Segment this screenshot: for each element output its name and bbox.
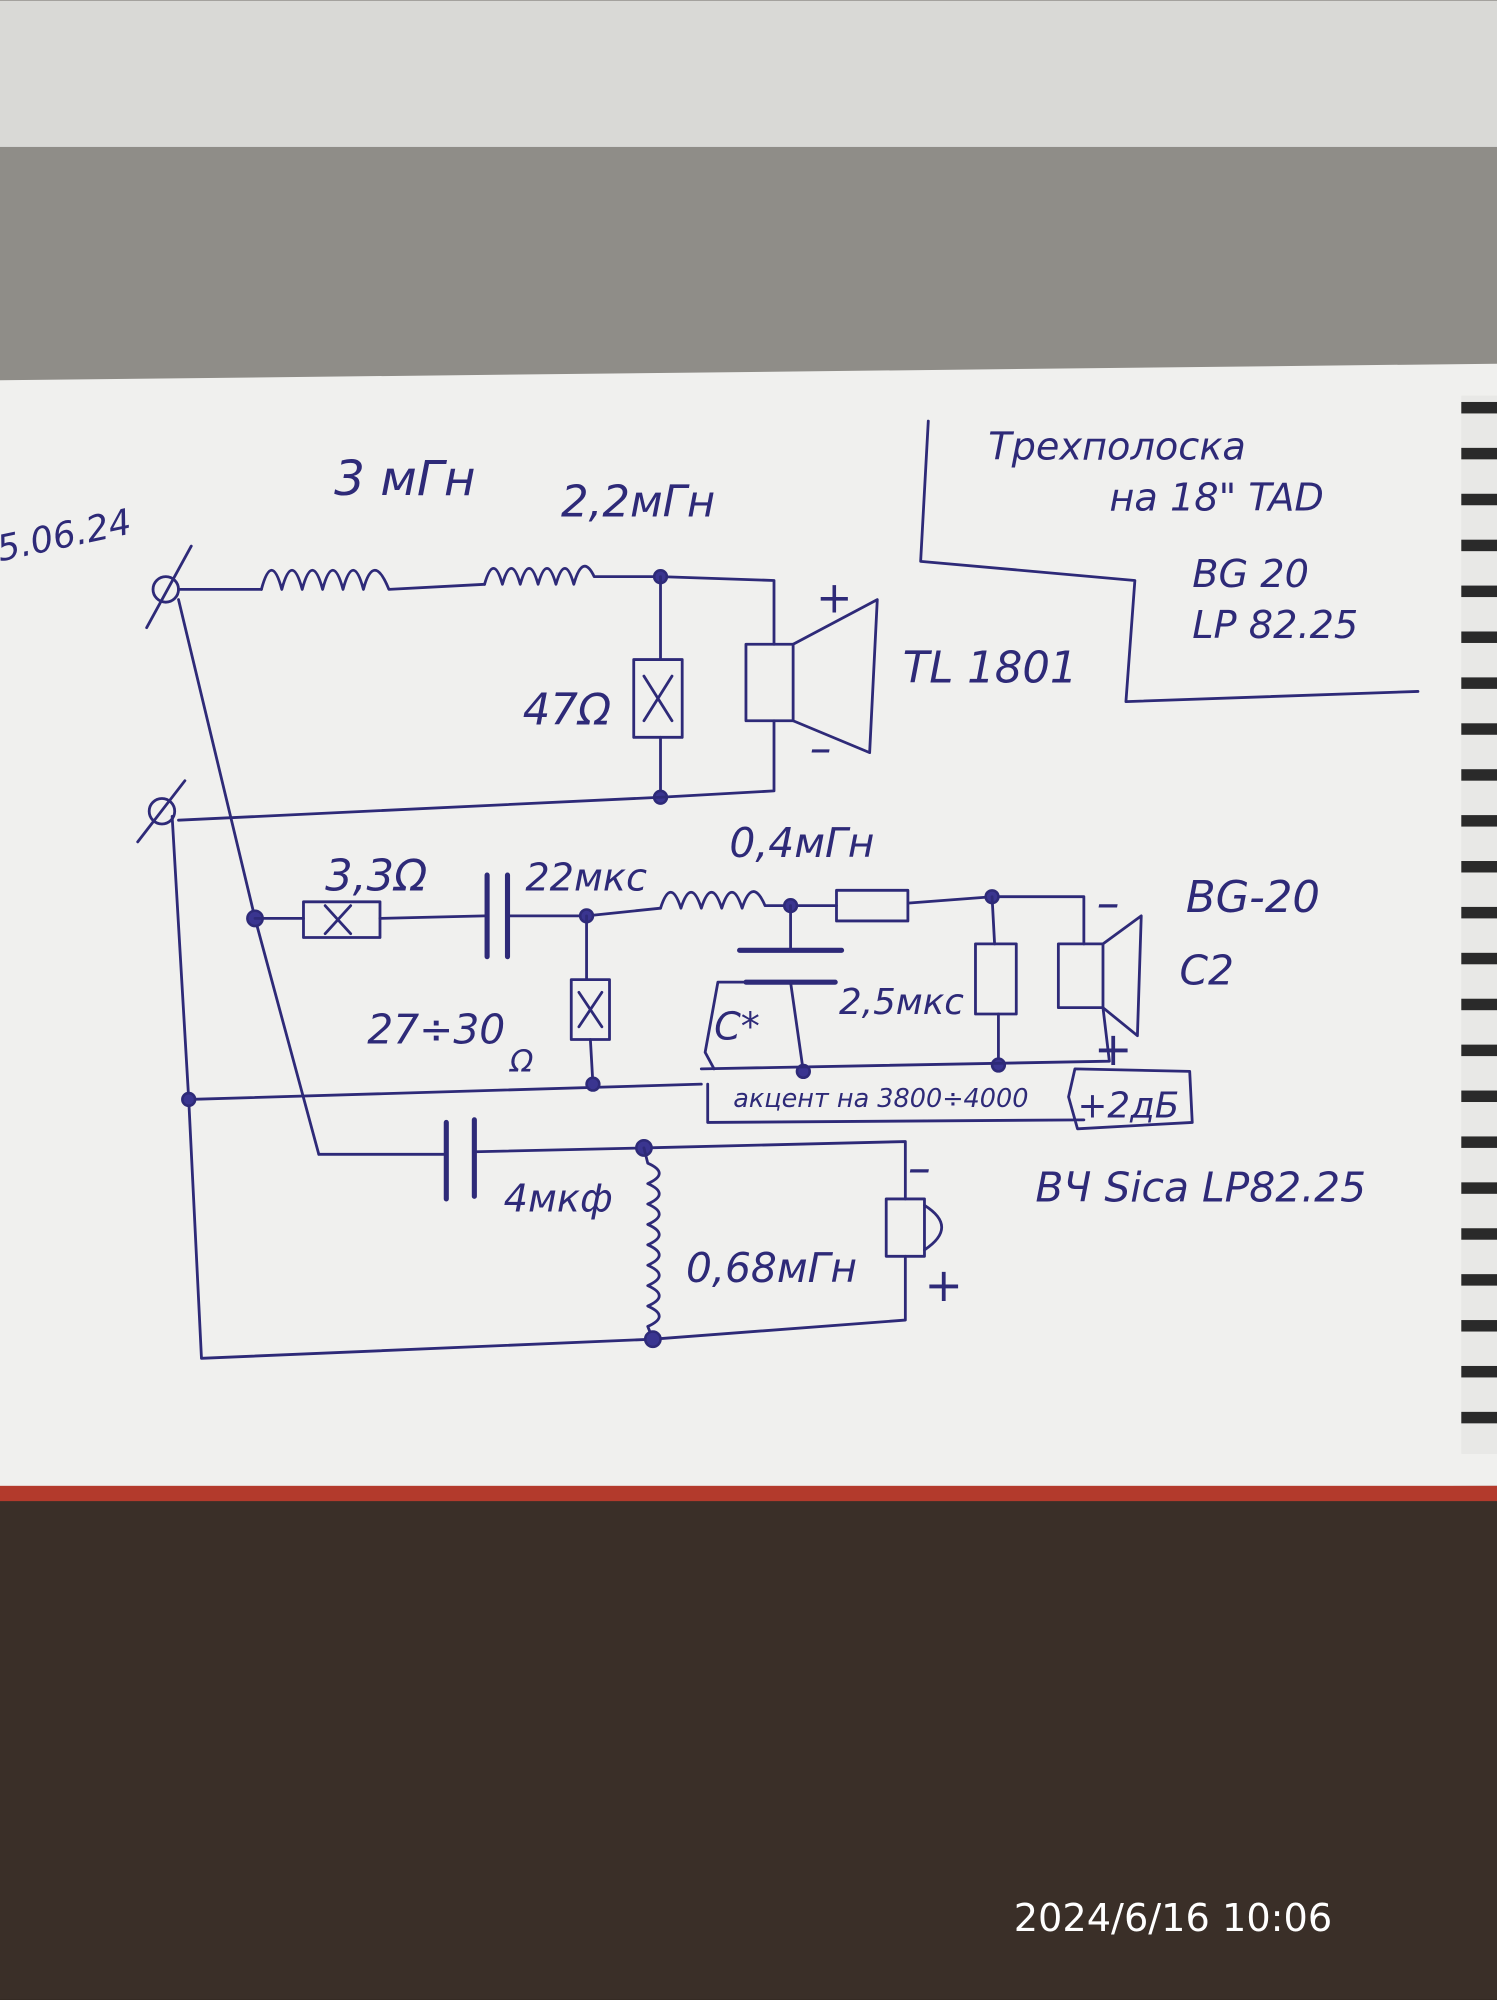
windowsill — [0, 0, 1497, 154]
resistor-3-3-label: 3,3Ω — [325, 851, 427, 901]
input-terminal-negative — [136, 779, 187, 844]
title-line-4: LP 82.25 — [1192, 603, 1358, 648]
coil-0-4-label: 0,4мГн — [729, 819, 874, 867]
woofer-speaker-icon — [744, 598, 879, 755]
resistor-47 — [632, 658, 684, 739]
spiral-ring — [1461, 815, 1497, 827]
note-box — [706, 1067, 1194, 1131]
midrange-label: BG-20 — [1186, 873, 1320, 923]
series-resistor — [835, 888, 910, 923]
high-pass-section — [317, 1117, 943, 1349]
spiral-ring — [1461, 952, 1497, 965]
capacitor-4 — [443, 1117, 477, 1202]
spiral-binding — [1461, 395, 1497, 1454]
woofer-minus: – — [810, 724, 832, 774]
tweeter-minus: – — [908, 1141, 931, 1195]
midrange-speaker-icon — [1056, 914, 1143, 1038]
spiral-ring — [1461, 539, 1497, 552]
resistor-3-3 — [302, 900, 382, 939]
title-block-border — [919, 419, 1420, 704]
spiral-ring — [1461, 861, 1497, 873]
coil2-label: 2,2мГн — [561, 478, 715, 528]
spiral-ring — [1461, 1182, 1497, 1194]
emphasis-note: акцент на 3800÷4000 — [733, 1084, 1028, 1114]
spiral-ring — [1461, 1411, 1497, 1424]
title-line-2: на 18" TAD — [1109, 475, 1324, 520]
capacitor-22 — [484, 872, 511, 960]
negative-feed-wire — [170, 814, 907, 1360]
spiral-ring — [1461, 1274, 1497, 1286]
inductor-0-4mh — [659, 890, 838, 910]
tweeter-speaker-icon — [884, 1197, 943, 1258]
low-pass-section — [177, 564, 879, 822]
paper-sheet — [0, 363, 1497, 1490]
spiral-ring — [1461, 769, 1497, 781]
midrange-minus: – — [1097, 875, 1120, 929]
woofer-plus: + — [816, 573, 852, 623]
spiral-ring — [1461, 493, 1497, 506]
midrange-plus: + — [1094, 1022, 1132, 1076]
spiral-ring — [1461, 1136, 1497, 1148]
spiral-ring — [1461, 585, 1497, 598]
junction-node — [181, 1091, 197, 1108]
midrange-sub-label: C2 — [1179, 947, 1233, 995]
spiral-ring — [1461, 1044, 1497, 1057]
photo-timestamp: 2024/6/16 10:06 — [1014, 1896, 1333, 1941]
coil1-label: 3 мГн — [334, 451, 475, 507]
title-line-3: BG 20 — [1192, 552, 1309, 597]
cap-22-label: 22мкс — [525, 855, 647, 900]
inductor-0-68mh — [642, 1146, 661, 1341]
tweeter-label: ВЧ Sica LP82.25 — [1035, 1163, 1366, 1211]
coil-0-68-label: 0,68мГн — [686, 1244, 857, 1292]
shunt-resistor — [974, 942, 1018, 1016]
cap-star-label: C* — [714, 1005, 760, 1050]
cap-4-label: 4мкф — [504, 1177, 613, 1222]
spiral-ring — [1461, 1320, 1497, 1332]
spiral-ring — [1461, 631, 1497, 643]
wooden-table — [0, 1479, 1497, 2000]
resistor-47-label: 47Ω — [523, 686, 611, 736]
spiral-ring — [1461, 1090, 1497, 1103]
cap-2-5-label: 2,5мкс — [839, 982, 964, 1023]
spiral-ring — [1461, 906, 1497, 919]
inductor-2-2mh — [483, 564, 776, 646]
spiral-ring — [1461, 677, 1497, 689]
spiral-ring — [1461, 723, 1497, 735]
mid-pass-section — [253, 872, 1194, 1131]
spiral-ring — [1461, 998, 1497, 1011]
title-line-1: Трехполоска — [988, 424, 1246, 469]
gain-note: +2дБ — [1077, 1085, 1179, 1126]
spiral-ring — [1461, 401, 1497, 414]
notebook-cover-edge — [0, 1485, 1497, 1502]
woofer-label: TL 1801 — [903, 643, 1078, 693]
inductor-3mh — [259, 568, 486, 591]
resistor-27-30-unit: Ω — [508, 1044, 533, 1079]
spiral-ring — [1461, 447, 1497, 460]
wall-shadow — [0, 146, 1497, 383]
resistor-27-30 — [569, 978, 611, 1041]
resistor-27-30-label: 27÷30 — [367, 1005, 505, 1053]
spiral-ring — [1461, 1365, 1497, 1378]
spiral-ring — [1461, 1228, 1497, 1240]
mid-return-wire — [187, 1082, 703, 1101]
tweeter-plus: + — [924, 1258, 962, 1312]
